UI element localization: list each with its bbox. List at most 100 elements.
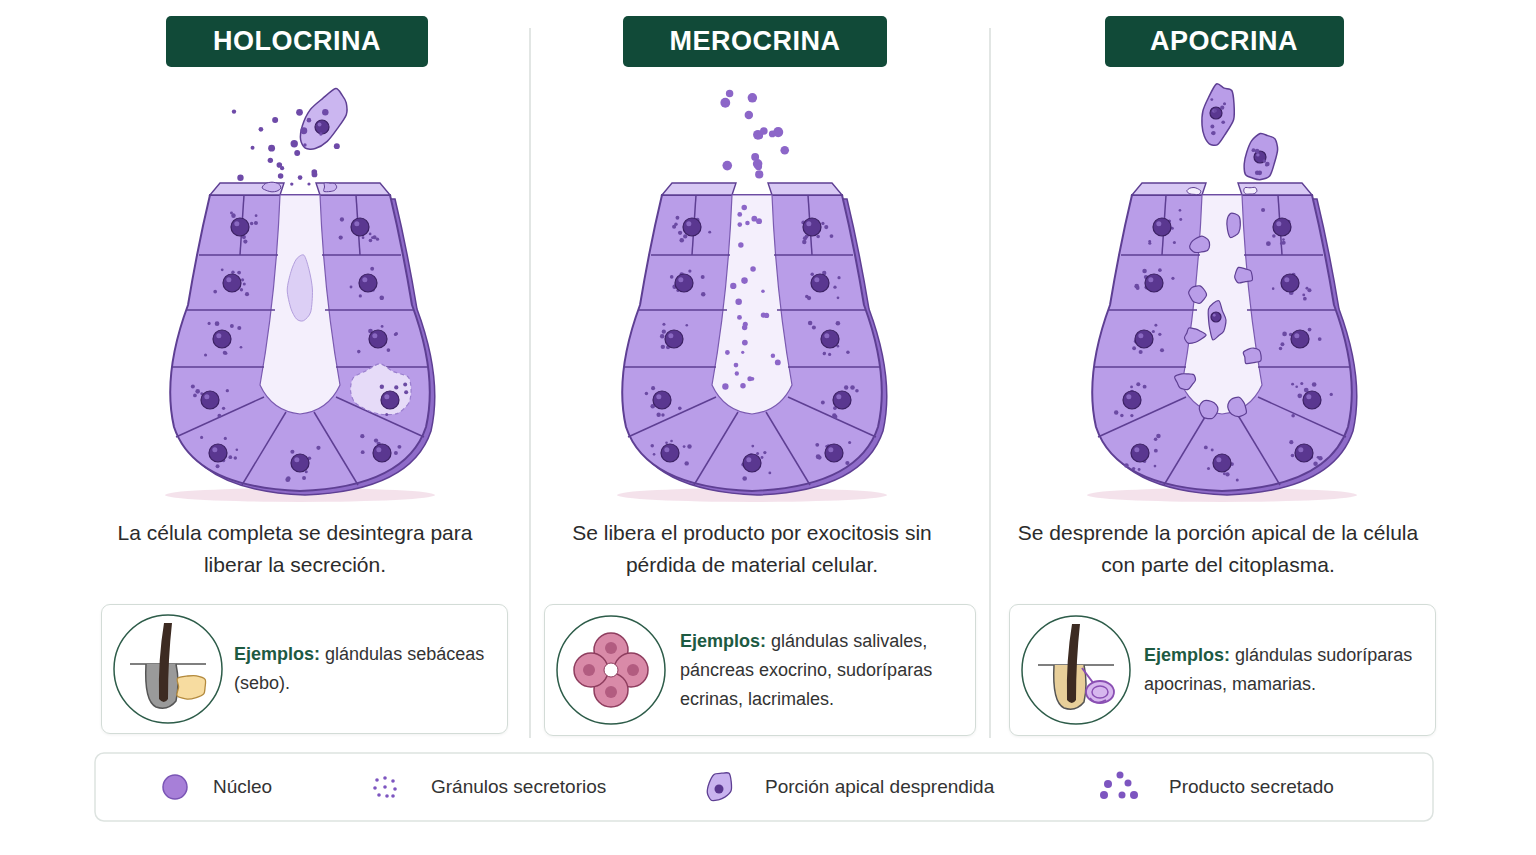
cell-nucleus: [291, 454, 309, 472]
legend-granule-sample: [373, 786, 377, 790]
example-text: Ejemplos:glándulas salivales, páncreas e…: [680, 627, 963, 714]
secretory-granule: [216, 464, 220, 468]
secretion-product: [738, 242, 743, 247]
secretory-granule: [394, 451, 398, 455]
secretory-granule: [811, 273, 814, 276]
coiled-gland: [1086, 681, 1114, 703]
apical-protrusion: [1228, 397, 1247, 416]
secretory-granule: [1291, 454, 1295, 458]
secretion-product: [741, 277, 748, 284]
secretory-granule: [236, 448, 239, 451]
secretory-granule: [670, 440, 673, 443]
secretory-granule: [397, 445, 401, 449]
secretion-product: [737, 315, 742, 320]
secretory-granule: [684, 461, 688, 465]
secretory-granule: [1143, 385, 1147, 389]
cell-top-face: [210, 183, 284, 195]
secretory-granule: [339, 235, 343, 239]
section-header: APOCRINA: [1105, 16, 1344, 67]
cell-nucleus: [1295, 444, 1313, 462]
nucleus-highlight: [1284, 277, 1289, 282]
secretory-granule: [221, 268, 224, 271]
cell-nucleus: [833, 391, 851, 409]
secretion-product: [751, 377, 755, 381]
acinar-cell: [574, 653, 608, 687]
cell-debris: [272, 117, 278, 123]
nucleus-highlight: [294, 457, 299, 462]
cell-nucleus: [369, 330, 387, 348]
cell-nucleus: [1153, 218, 1171, 236]
icon-frame: [557, 616, 665, 724]
secretory-granule: [1263, 159, 1267, 163]
cell-nucleus: [209, 444, 227, 462]
cell-nucleus: [1213, 454, 1231, 472]
acinus-body: [1092, 195, 1352, 491]
secretory-granule: [1272, 287, 1275, 290]
secretory-granule: [660, 334, 664, 338]
secretory-granule: [678, 407, 682, 411]
cell-debris: [300, 127, 307, 134]
cell-debris: [322, 109, 328, 115]
cell-debris: [290, 182, 293, 185]
secretion-product: [725, 350, 730, 355]
nucleus-highlight: [1148, 277, 1153, 282]
detached-apical-portion: [1239, 131, 1283, 184]
coiled-gland: [1090, 698, 1106, 703]
detached-apical-portion: [1195, 82, 1241, 149]
secretory-granule: [394, 385, 398, 389]
legend-product-sample: [1104, 780, 1112, 788]
secretory-granule: [662, 323, 665, 326]
secretion-product: [741, 351, 744, 354]
secretory-granule: [250, 222, 253, 225]
nucleus-highlight: [1134, 447, 1139, 452]
legend-text: Gránulos secretorios: [431, 776, 606, 798]
secretory-granule: [672, 225, 676, 229]
acinar-nucleus: [605, 642, 617, 654]
example-text: Ejemplos:glándulas sebáceas (sebo).: [234, 640, 495, 698]
secretory-granule: [1156, 434, 1161, 439]
apical-fragment: [1227, 213, 1240, 238]
cell-membrane: [788, 366, 880, 368]
secretory-granule: [742, 476, 747, 481]
cell-debris: [294, 150, 300, 156]
cell-membrane: [1258, 366, 1350, 368]
nucleus-highlight: [234, 221, 239, 226]
secretory-granule: [403, 382, 407, 386]
secretory-granule: [701, 292, 705, 296]
acinar-nucleus: [583, 664, 595, 676]
secretory-granule: [828, 353, 831, 356]
secretory-granule: [230, 324, 234, 328]
secretory-granule: [193, 394, 197, 398]
secretory-granule: [1289, 440, 1293, 444]
cell-debris: [319, 132, 322, 135]
secretory-granule: [661, 345, 665, 349]
cell-top-face: [1132, 183, 1206, 195]
example-icon: [1022, 616, 1130, 724]
secretory-granule: [1312, 382, 1317, 387]
secretory-granule: [836, 321, 841, 326]
legend-text: Porción apical desprendida: [765, 776, 994, 798]
secretory-granule: [360, 434, 364, 438]
cell-membrane: [1236, 412, 1280, 485]
nucleus-highlight: [216, 333, 221, 338]
nucleus-highlight: [1126, 394, 1131, 399]
cell-nucleus: [1303, 391, 1321, 409]
secretory-granule: [678, 231, 682, 235]
cell-membrane: [1094, 366, 1186, 368]
secretory-granule: [687, 444, 691, 448]
nucleus-highlight: [212, 447, 217, 452]
legend-product-sample: [1119, 792, 1126, 799]
secretory-granule: [803, 236, 807, 240]
secretion-product: [742, 325, 747, 330]
secretory-granule: [243, 282, 246, 285]
secretory-granule: [850, 385, 855, 390]
secretory-granule: [651, 386, 655, 390]
cell-membrane: [788, 397, 876, 437]
secretory-granule: [816, 235, 820, 239]
secretion-product: [722, 383, 728, 389]
secretory-granule: [1158, 268, 1162, 272]
secretory-granule: [1236, 478, 1239, 481]
secretory-granule: [1291, 383, 1294, 386]
